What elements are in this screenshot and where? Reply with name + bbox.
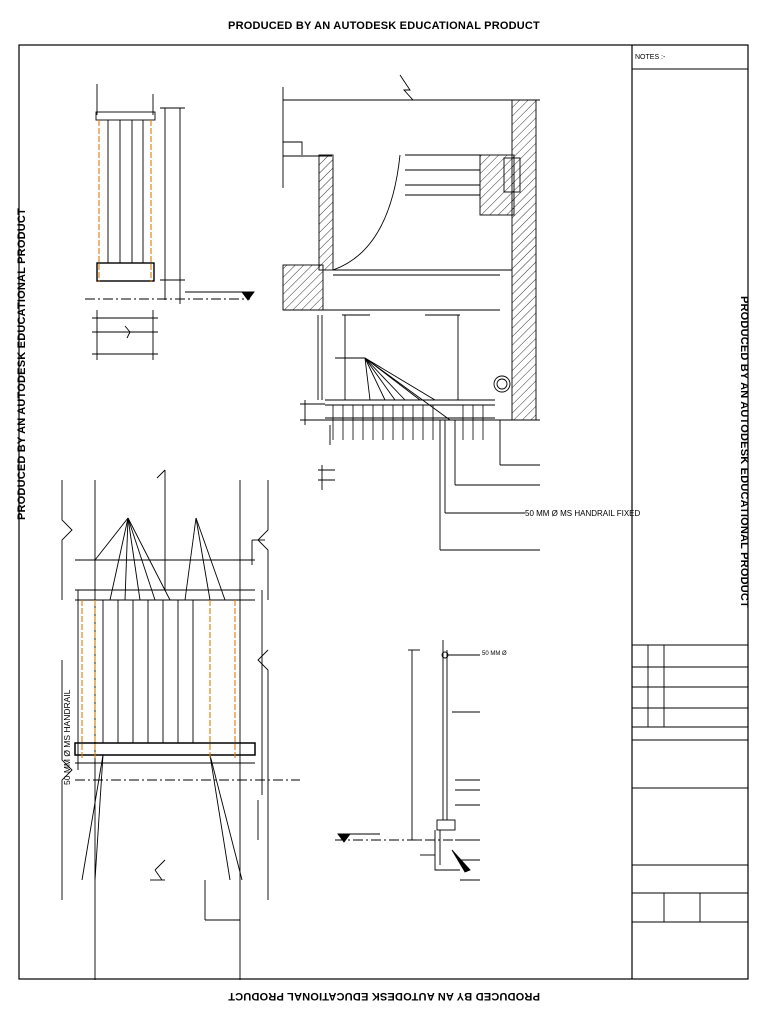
- section-view: [282, 74, 540, 551]
- large-elevation-balusters: [81, 600, 236, 760]
- handrail-vertical-label: 50 MM Ø MS HANDRAIL: [62, 689, 72, 785]
- title-block: [632, 68, 748, 923]
- watermark-top: PRODUCED BY AN AUTODESK EDUCATIONAL PROD…: [228, 20, 540, 32]
- sheet-border: [18, 44, 749, 980]
- notes-label: NOTES :-: [635, 54, 666, 61]
- small-elevation-balusters: [98, 120, 152, 282]
- handrail-fixed-label: 50 MM Ø MS HANDRAIL FIXED: [525, 509, 641, 518]
- small-elevation-view: [85, 84, 255, 360]
- rail-detail-view: [335, 640, 480, 881]
- section-rail-posts: [332, 405, 484, 440]
- large-elevation-view: [61, 469, 300, 980]
- handrail-diameter-label: 50 MM Ø: [482, 651, 507, 657]
